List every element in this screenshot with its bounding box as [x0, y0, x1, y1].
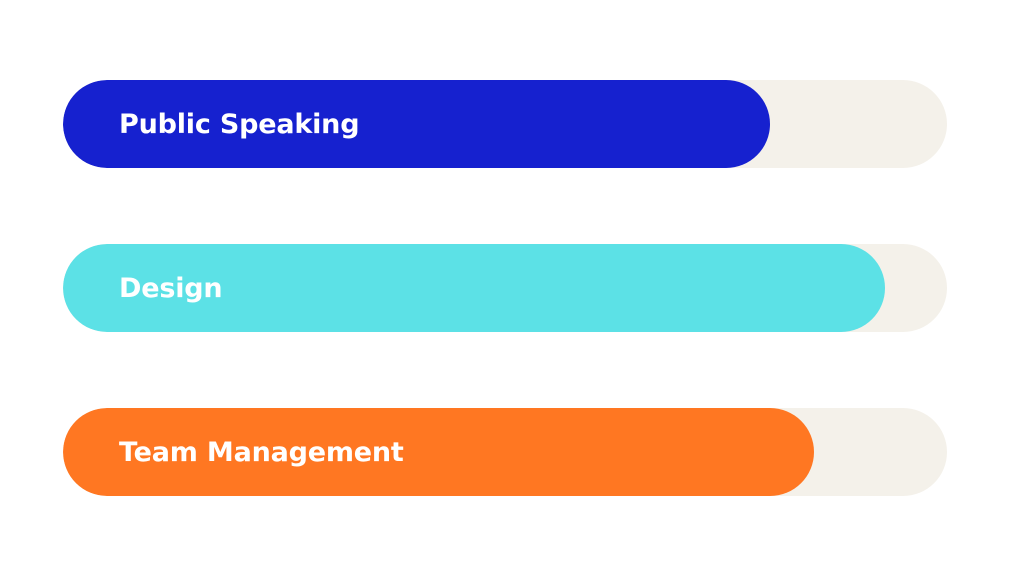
skill-bar-fill-team-management	[63, 408, 815, 496]
skill-bar-track-design: Design	[63, 244, 947, 332]
skill-bar-fill-design	[63, 244, 886, 332]
skill-bar-fill-public-speaking	[63, 80, 771, 168]
skill-label-team-management: Team Management	[119, 436, 404, 468]
skill-bar-track-public-speaking: Public Speaking	[63, 80, 947, 168]
skill-label-public-speaking: Public Speaking	[119, 108, 360, 140]
skill-bar-track-team-management: Team Management	[63, 408, 947, 496]
skill-label-design: Design	[119, 272, 223, 304]
